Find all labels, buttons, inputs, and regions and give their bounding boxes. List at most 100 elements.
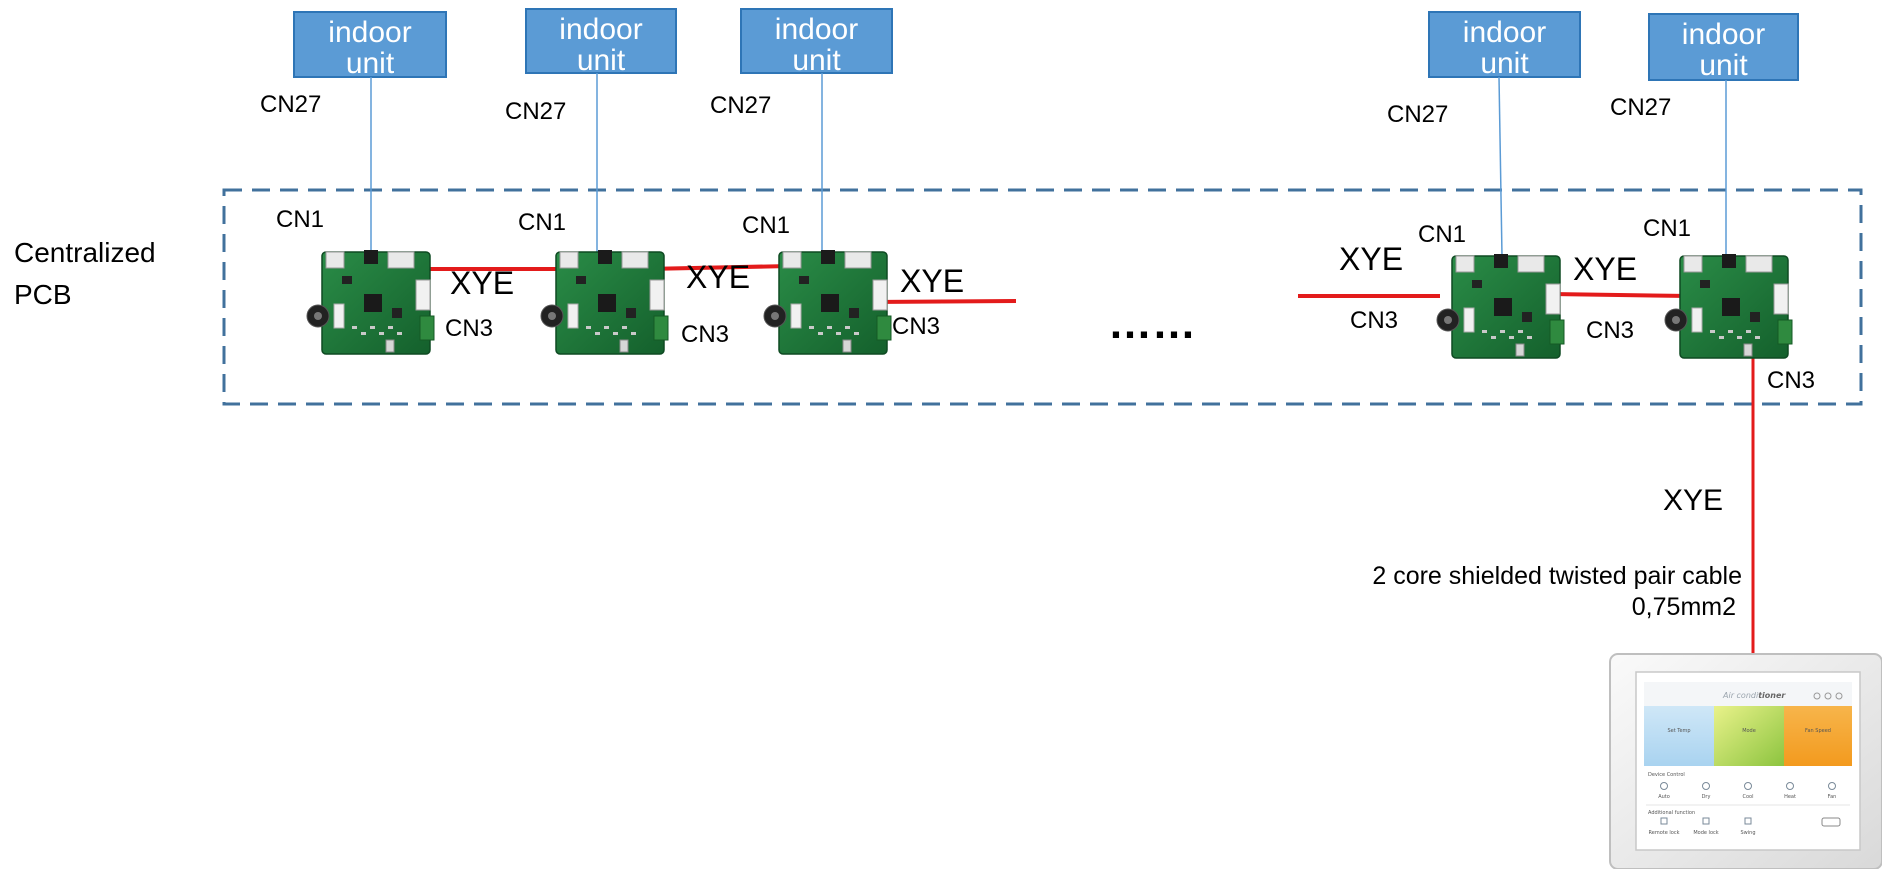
signal-line [1498, 76, 1503, 257]
cn3-terminal [876, 315, 892, 341]
cn1-label: CN1 [1643, 215, 1691, 242]
svg-text:Additional function: Additional function [1648, 810, 1695, 816]
cn3-terminal [419, 315, 435, 341]
capacitor-top [1444, 316, 1452, 324]
connector-block [333, 303, 345, 329]
smd-component [631, 332, 636, 335]
xye-bus-lines [420, 264, 1755, 364]
usb-port [842, 339, 852, 353]
smd-component [370, 326, 375, 329]
xye-label: XYE [1573, 251, 1637, 287]
xye-bus-segment [1550, 292, 1691, 298]
smd-component [1518, 330, 1523, 333]
mode-tile [1714, 706, 1784, 766]
usb-port [619, 339, 629, 353]
connector-block [1683, 255, 1703, 273]
cn3-terminal [1777, 319, 1793, 345]
cn1-label: CN1 [1418, 221, 1466, 248]
connector-block [325, 251, 345, 269]
smd-component [1755, 336, 1760, 339]
smd-component [397, 332, 402, 335]
cn27-label: CN27 [505, 98, 566, 125]
ellipsis: …… [1108, 299, 1196, 348]
svg-text:Centralized: Centralized [14, 237, 156, 268]
set-temp-tile [1644, 706, 1714, 766]
ic-chip [576, 276, 586, 284]
cable-spec-line1: 2 core shielded twisted pair cable [1372, 562, 1742, 590]
ic-chip [626, 308, 636, 318]
additional-function-label: Swing [1741, 830, 1756, 836]
usb-port [1515, 343, 1525, 357]
capacitor-top [548, 312, 556, 320]
xye-bus-segment [869, 299, 1017, 304]
xye-label: XYE [900, 263, 964, 299]
smd-component [613, 332, 618, 335]
centralized-label: Centralized [14, 237, 156, 268]
device-mode-label: Auto [1658, 794, 1670, 800]
controller-title-a: Air condi [1722, 691, 1759, 700]
smd-component [1737, 336, 1742, 339]
cn3-terminal [653, 315, 669, 341]
settings-icon [1813, 692, 1821, 700]
svg-text:PCB: PCB [14, 279, 72, 310]
pcb-board-2 [540, 250, 669, 355]
smd-component [1509, 336, 1514, 339]
ic-chip [1722, 298, 1740, 316]
device-mode-icon [1744, 782, 1752, 790]
svg-text:Mode: Mode [1742, 728, 1756, 734]
smd-component [836, 332, 841, 335]
fan-speed-tile [1784, 706, 1852, 766]
svg-text:0,75mm2: 0,75mm2 [1632, 593, 1736, 621]
smd-component [361, 332, 366, 335]
connector-block [844, 251, 872, 269]
smd-component [1746, 330, 1751, 333]
additional-function-label: Remote lock [1649, 830, 1680, 836]
connector-block [1463, 307, 1475, 333]
ic-chip [1494, 298, 1512, 316]
pcb-board-1 [306, 250, 435, 355]
connector-block [1745, 255, 1773, 273]
touch-controller: Air conditioner Set Temp Mode Fan Speed … [1609, 653, 1882, 869]
cn1-connector [598, 250, 612, 264]
smd-component [1719, 336, 1724, 339]
device-control-heading: Device Control [1648, 772, 1685, 778]
ic-chip [799, 276, 809, 284]
indoor-unit-box [525, 8, 677, 74]
device-mode-label: Dry [1702, 794, 1711, 800]
svg-text:Air conditioner: Air conditioner [1722, 691, 1786, 700]
additional-function-icon [1744, 817, 1752, 825]
smd-component [827, 326, 832, 329]
svg-text:Fan Speed: Fan Speed [1805, 728, 1831, 734]
ic-chip [342, 276, 352, 284]
indoor-unit-line1: indoor [559, 13, 642, 46]
connector-block [567, 303, 579, 329]
smd-component [809, 326, 814, 329]
ic-chip [1700, 280, 1710, 288]
onoff-button-icon [1821, 817, 1841, 827]
pcb-board-3 [763, 250, 892, 355]
smd-component [379, 332, 384, 335]
smd-component [1710, 330, 1715, 333]
indoor-unit-box [740, 8, 893, 74]
cable-spec-line2: 0,75mm2 [1632, 593, 1736, 621]
fan-speed-label: Fan Speed [1805, 728, 1831, 734]
svg-text:……: …… [1108, 299, 1196, 348]
mode-label: Mode [1742, 728, 1756, 734]
xye-drop-label: XYE [1663, 484, 1723, 517]
connector-block [790, 303, 802, 329]
cn3-label: CN3 [1767, 367, 1815, 394]
ic-chip [598, 294, 616, 312]
cn1-connector [821, 250, 835, 264]
smd-component [622, 326, 627, 329]
device-mode-label: Fan [1828, 794, 1837, 800]
connector-block [782, 251, 802, 269]
device-mode-label: Cool [1743, 794, 1754, 800]
connector-block [559, 251, 579, 269]
side-connector [872, 279, 888, 311]
ic-chip [1750, 312, 1760, 322]
set-temp-label: Set Temp [1667, 728, 1690, 734]
